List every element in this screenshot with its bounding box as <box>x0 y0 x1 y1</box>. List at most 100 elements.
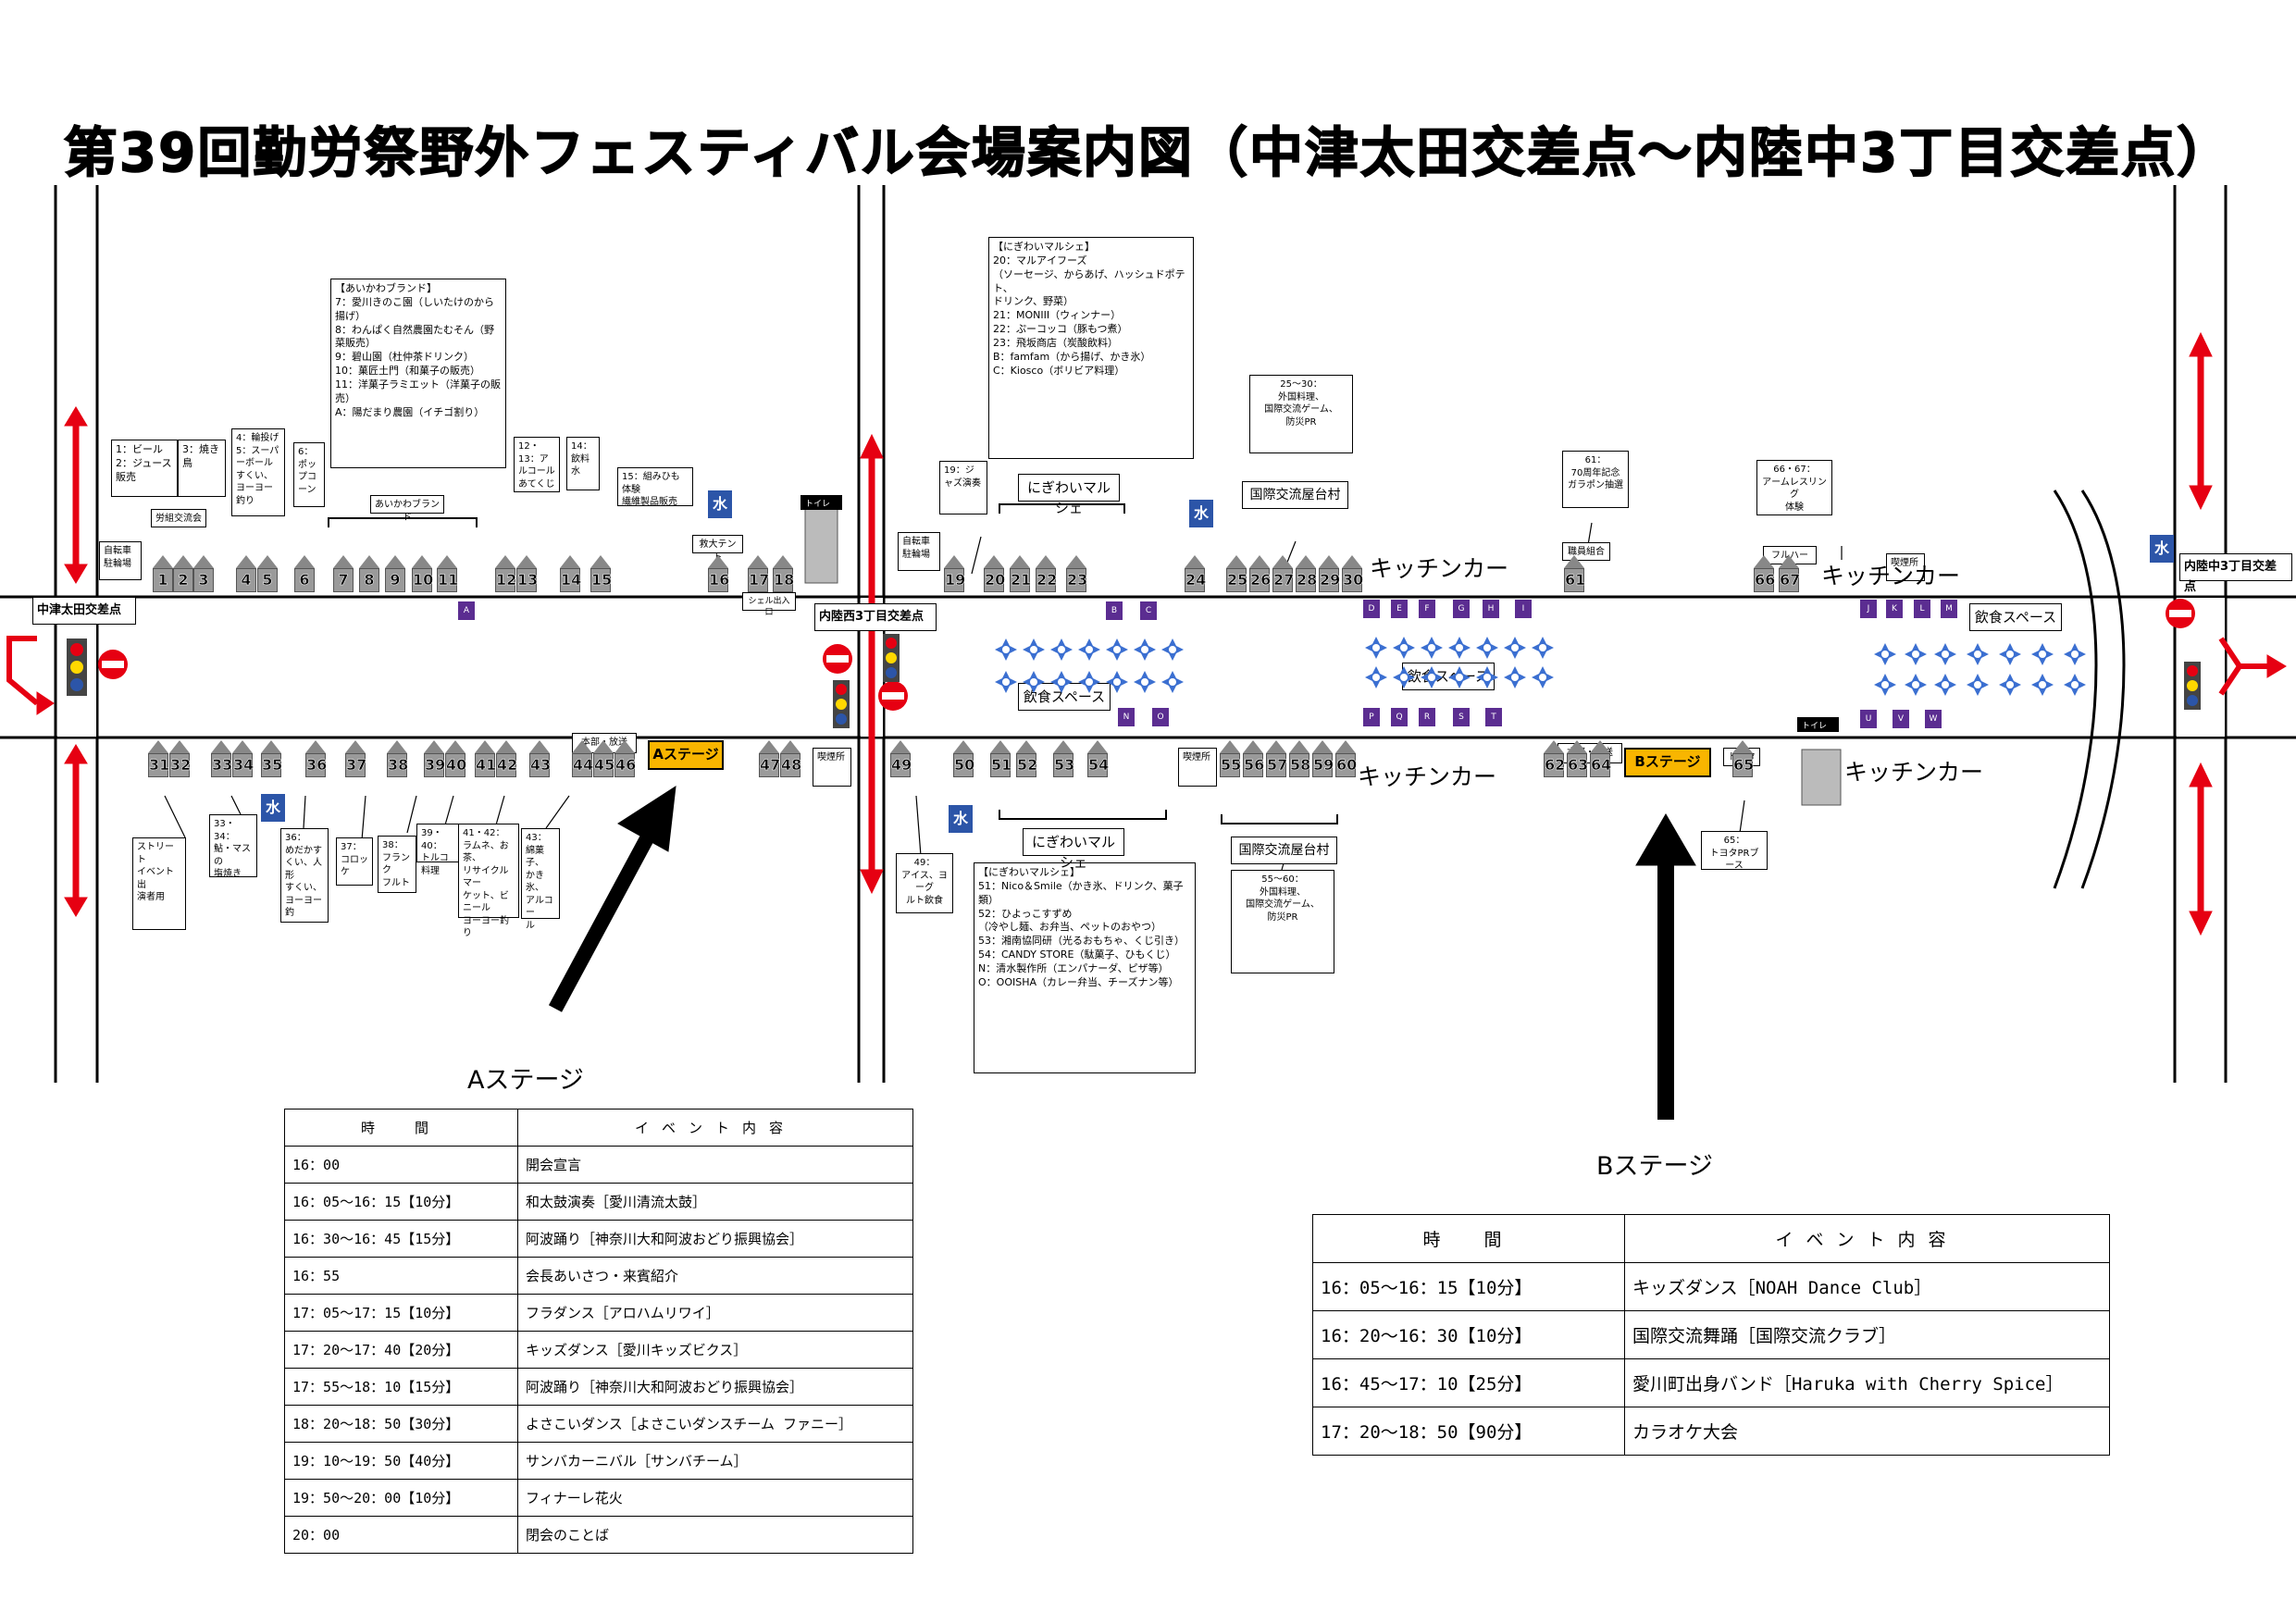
traffic-arrow-middle <box>860 433 884 895</box>
tent-icon <box>1050 671 1073 693</box>
schedule-b-time: 16：05〜16：15【10分】 <box>1312 1262 1625 1311</box>
stall-roof <box>1564 555 1584 568</box>
stall-number: 56 <box>1243 753 1265 777</box>
letter-box: Q <box>1391 708 1408 726</box>
tent-icon <box>1023 671 1045 693</box>
stall-number: 26 <box>1249 568 1272 592</box>
table-row: 17：20〜18：50【90分】カラオケ大会 <box>1312 1407 2110 1456</box>
stall-roof <box>148 740 168 753</box>
nigiwai-marche-bottom-label: にぎわいマルシェ <box>1023 828 1124 871</box>
smoking-area-middle: 喫煙所 <box>1178 748 1217 787</box>
traffic-arrow-left-bottom <box>64 744 88 917</box>
stall-number: 63 <box>1567 753 1589 777</box>
schedule-a-event: よさこいダンス［よさこいダンスチーム ファニー］ <box>517 1405 913 1443</box>
legend-nigiwai-item: C：Kiosco（ボリビア料理） <box>993 364 1125 377</box>
stall-number: 23 <box>1066 568 1088 592</box>
stall-roof <box>984 555 1004 568</box>
stall-roof <box>590 555 611 568</box>
stall-roof <box>1066 555 1086 568</box>
note-55-60: 55〜60： 外国料理、 国際交流ゲーム、 防災PR <box>1231 870 1334 973</box>
stall-number: 60 <box>1335 753 1358 777</box>
letter-box: F <box>1419 600 1435 618</box>
stall-roof <box>211 740 231 753</box>
stall-50: 50 <box>953 740 975 777</box>
stall-roof <box>385 555 405 568</box>
stall-31: 31 <box>148 740 170 777</box>
stage-b-box[interactable]: Bステージ <box>1624 748 1711 777</box>
stall-number: 59 <box>1312 753 1334 777</box>
table-row: 19：10〜19：50【40分】サンバカーニバル［サンバチーム］ <box>284 1442 913 1480</box>
legend-aikawa-item: 10：菓匠土門（和菓子の販売） <box>335 365 480 378</box>
stall-11: 11 <box>437 555 459 592</box>
kyoboku-label: 労組交流会 <box>151 509 206 527</box>
tent-icon <box>1050 638 1073 661</box>
water-icon: 水 <box>1189 500 1213 527</box>
stall-roof <box>261 740 281 753</box>
tent-icon <box>1393 637 1415 659</box>
stall-number: 17 <box>748 568 770 592</box>
taikai-tent-label: 救大テント <box>692 535 743 563</box>
stall-26: 26 <box>1249 555 1272 592</box>
schedule-a-time: 17：55〜18：10【15分】 <box>284 1368 518 1406</box>
stall-37: 37 <box>345 740 367 777</box>
stall-roof <box>193 555 214 568</box>
water-icon: 水 <box>708 490 732 518</box>
schedule-a-event-header: イベント内容 <box>517 1109 913 1147</box>
stall-number: 47 <box>759 753 781 777</box>
stall-43: 43 <box>529 740 552 777</box>
note-49: 49： アイス、ヨーグ ルト飲食 <box>896 853 953 913</box>
stall-3: 3 <box>193 555 214 592</box>
water-icon: 水 <box>261 794 285 822</box>
stall-number: 15 <box>590 568 613 592</box>
stall-roof <box>708 555 728 568</box>
stall-60: 60 <box>1335 740 1358 777</box>
stall-62: 62 <box>1544 740 1566 777</box>
stall-number: 27 <box>1272 568 1295 592</box>
stall-number: 32 <box>169 753 192 777</box>
schedule-a-event: 和太鼓演奏［愛川清流太鼓］ <box>517 1183 913 1221</box>
letter-box: C <box>1140 601 1157 620</box>
stall-number: 49 <box>890 753 912 777</box>
toilet-label: トイレ <box>1797 717 1839 732</box>
stall-roof <box>1226 555 1247 568</box>
schedule-a-time-header: 時 間 <box>284 1109 518 1147</box>
tent-icon <box>2064 643 2086 665</box>
stall-number: 51 <box>990 753 1012 777</box>
tent-icon <box>1967 643 1989 665</box>
tent-icon <box>1905 643 1927 665</box>
tent-icon <box>1106 638 1128 661</box>
stall-5: 5 <box>257 555 278 592</box>
schedule-a-time: 20：00 <box>284 1516 518 1554</box>
stall-roof <box>1567 740 1587 753</box>
note-65: 65： トヨタPRブース <box>1701 831 1768 871</box>
stall-roof <box>345 740 366 753</box>
stall-number: 61 <box>1564 568 1586 592</box>
tent-icon <box>1161 638 1184 661</box>
schedule-b-time: 17：20〜18：50【90分】 <box>1312 1407 1625 1456</box>
stall-number: 35 <box>261 753 283 777</box>
stall-number: 42 <box>496 753 518 777</box>
letter-box: J <box>1860 600 1877 618</box>
schedule-b-event-header: イベント内容 <box>1624 1214 2110 1263</box>
stall-number: 36 <box>305 753 328 777</box>
letter-box: V <box>1893 710 1909 728</box>
letter-box: P <box>1363 708 1380 726</box>
stall-53: 53 <box>1053 740 1075 777</box>
stall-roof <box>305 740 326 753</box>
note-36: 36： めだかす くい、人形 すくい、 ヨーヨー釣 <box>280 828 329 923</box>
stall-number: 14 <box>560 568 582 592</box>
stall-63: 63 <box>1567 740 1589 777</box>
table-row: 19：50〜20：00【10分】フィナーレ花火 <box>284 1479 913 1517</box>
letter-box: T <box>1485 708 1502 726</box>
stall-14: 14 <box>560 555 582 592</box>
stall-number: 44 <box>572 753 594 777</box>
kokusai-yatai-top-label: 国際交流屋台村 <box>1242 481 1348 509</box>
letter-box: M <box>1941 600 1957 618</box>
schedule-a-event: 閉会のことば <box>517 1516 913 1554</box>
stage-a-box[interactable]: Aステージ <box>648 740 724 770</box>
legend-aikawa-item: 7：愛川きのこ園（しいたけのから揚げ） <box>335 295 494 322</box>
tent-icon <box>995 671 1017 693</box>
bicycle-parking-left: 自転車 駐輪場 <box>99 541 142 580</box>
schedule-a-time: 19：50〜20：00【10分】 <box>284 1479 518 1517</box>
